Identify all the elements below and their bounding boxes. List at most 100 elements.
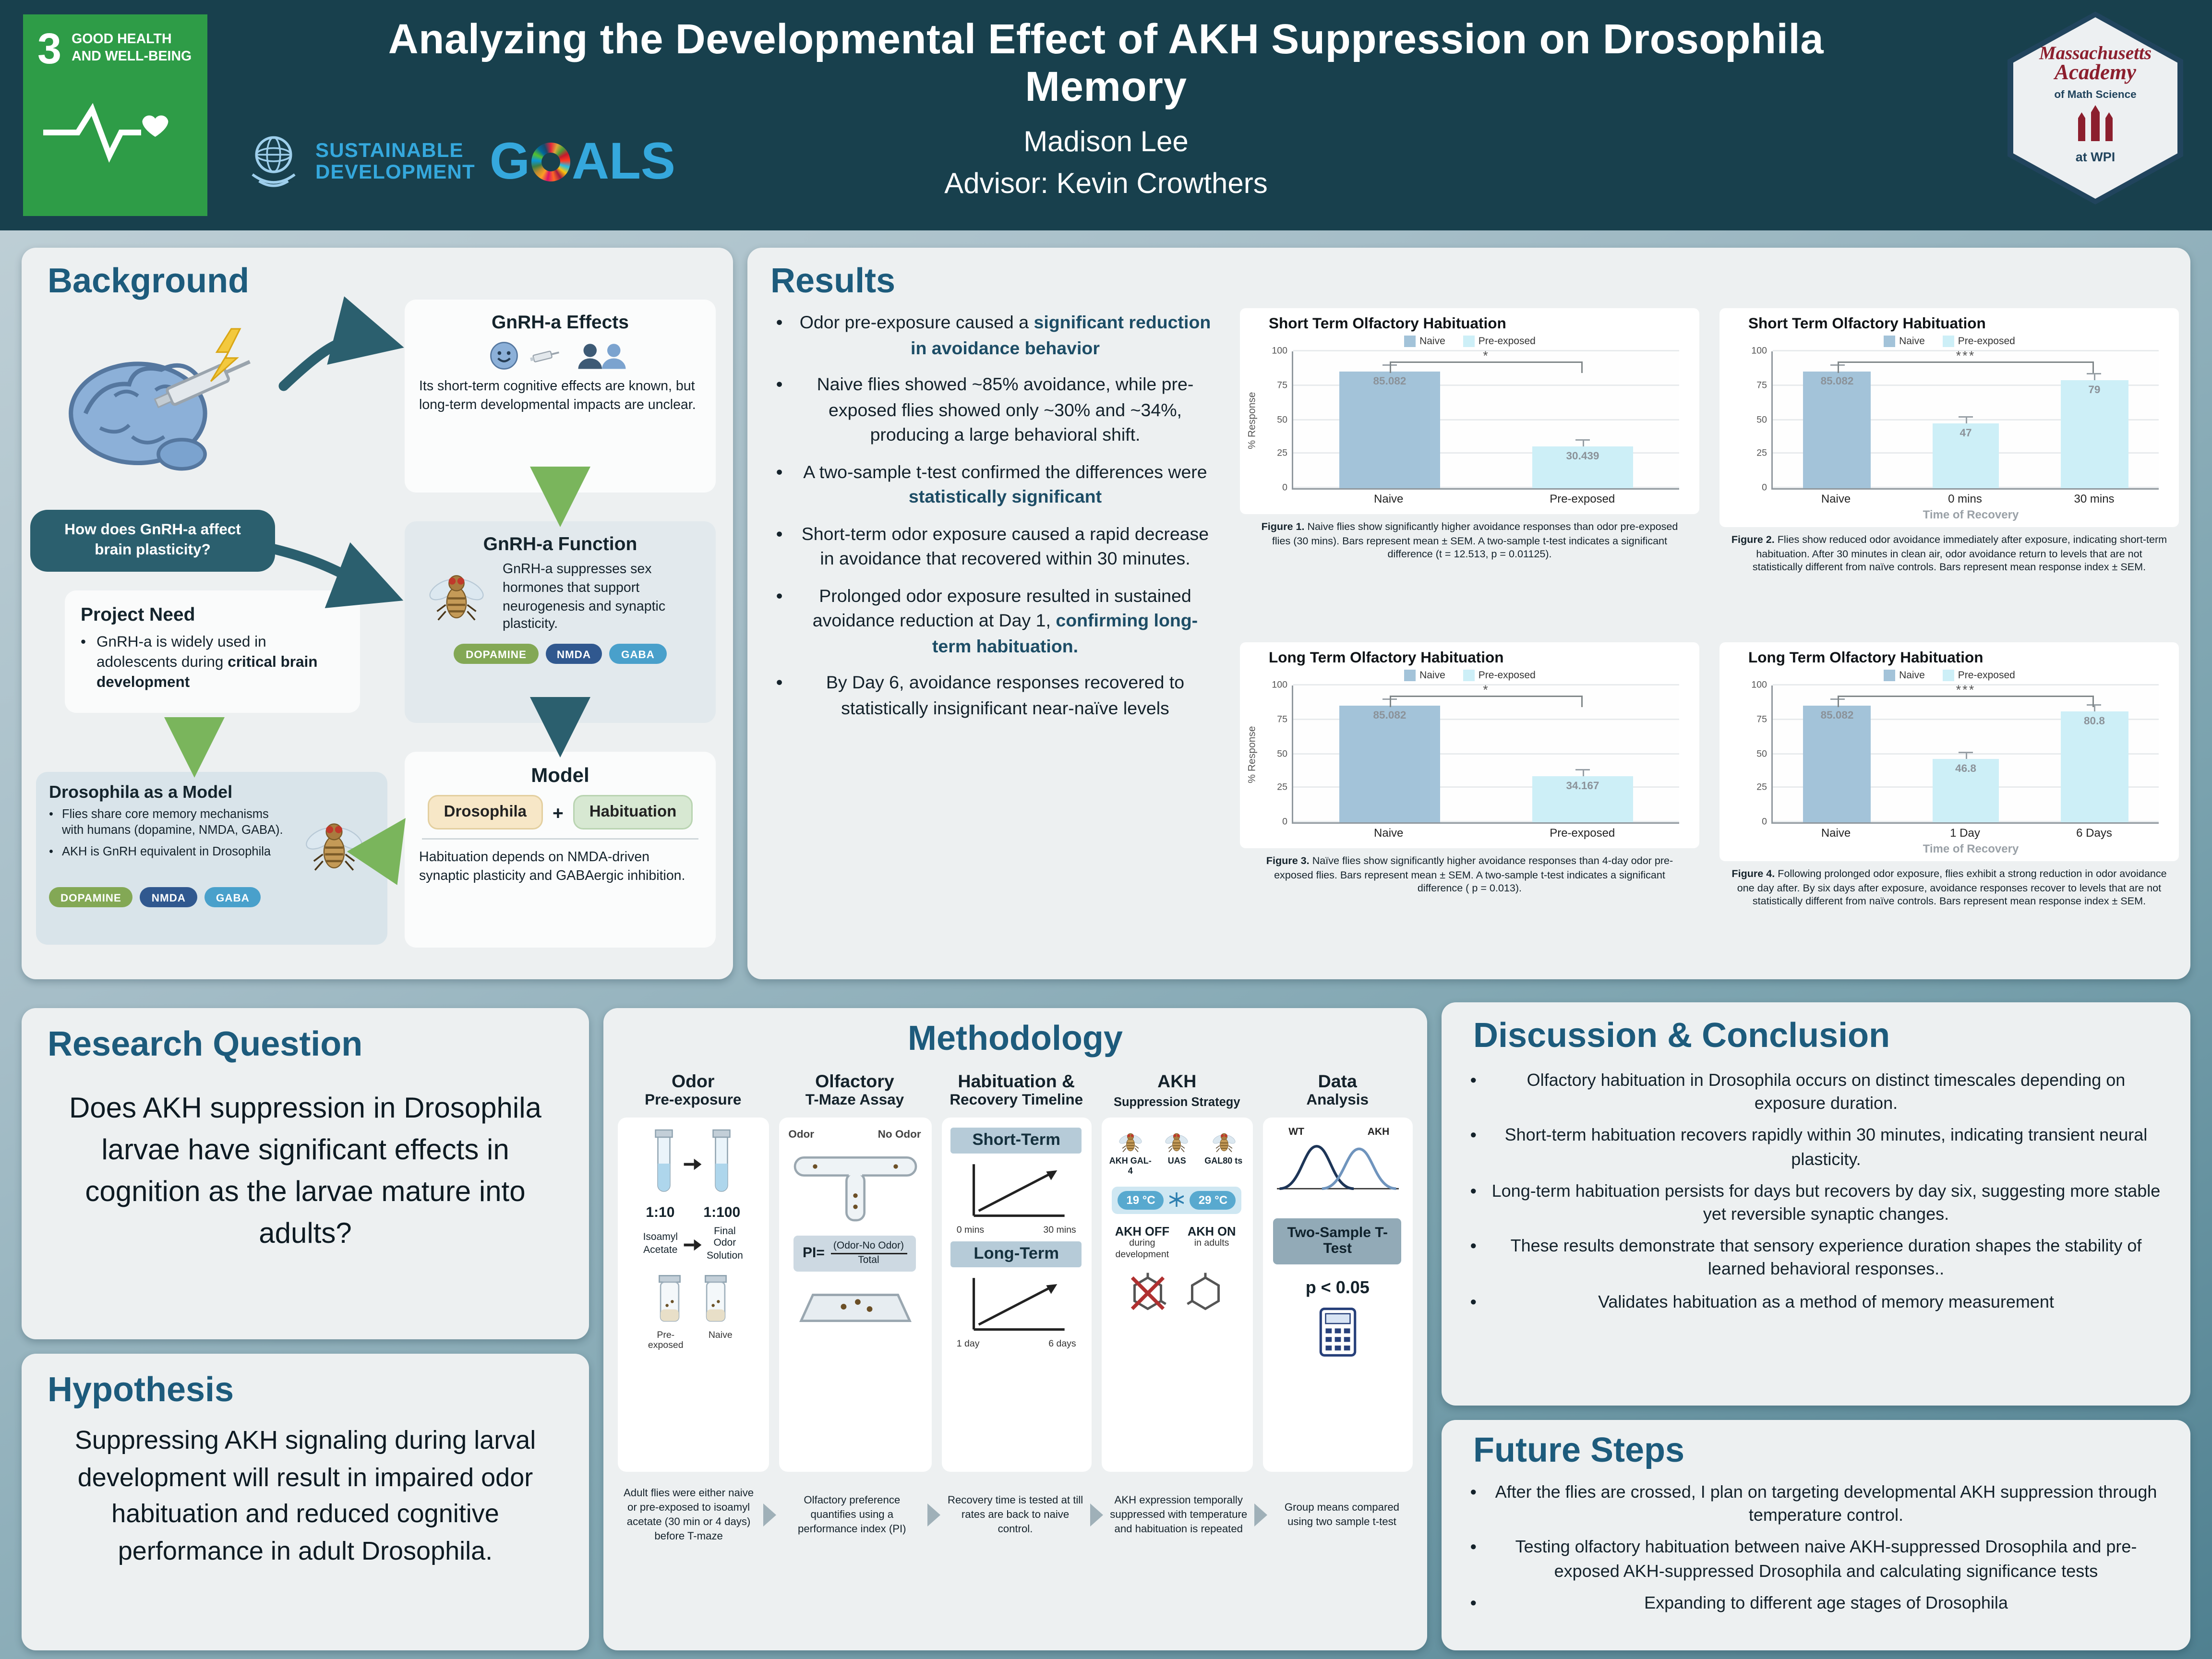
goals-g: G	[489, 131, 530, 190]
model-chips: Drosophila + Habituation	[419, 795, 701, 830]
gaba-tag: GABA	[204, 887, 261, 907]
bar: 80.8	[2061, 704, 2128, 822]
brain-syringe-illustration	[69, 328, 251, 471]
significance-bracket: *	[1390, 349, 1583, 373]
test-tube-icon	[650, 1128, 679, 1200]
sdg-logo-line2: DEVELOPMENT	[315, 160, 475, 183]
temperature-strip: 19 °C 29 °C	[1112, 1186, 1242, 1214]
y-tick-label: 0	[1762, 817, 1767, 828]
column-title: AKH	[1157, 1071, 1197, 1092]
no-odor-arm-label: No Odor	[878, 1128, 921, 1141]
chevron-right-icon	[764, 1503, 777, 1527]
school-crest-inner: Massachusetts Academy of Math Science at…	[2013, 17, 2177, 199]
gaussian-curves-icon	[1276, 1145, 1399, 1190]
y-tick-label: 50	[1277, 415, 1287, 425]
pi-numerator: (Odor-No Odor)	[830, 1241, 907, 1254]
tower-icon	[2078, 105, 2113, 141]
distributions-figure: WT AKH	[1271, 1128, 1404, 1204]
future-step-bullet: Testing olfactory habituation between na…	[1465, 1536, 2167, 1582]
column-subtitle: Pre-exposure	[645, 1092, 742, 1109]
advisor-name: Advisor: Kevin Crowthers	[944, 168, 1268, 200]
performance-index-formula: PI= (Odor-No Odor) Total	[794, 1236, 915, 1272]
results-section: Results Odor pre-exposure caused a signi…	[747, 248, 2190, 979]
hypothesis-section: Hypothesis Suppressing AKH signaling dur…	[22, 1354, 589, 1650]
significance-stars: *	[1483, 349, 1490, 363]
method-odor-preexposure: Odor Pre-exposure 1:10 1:100 Isoamyl Ace…	[618, 1071, 769, 1472]
short-term-end-label: 30 mins	[1043, 1226, 1076, 1236]
results-bullet: Naive flies showed ~85% avoidance, while…	[776, 373, 1220, 449]
x-category-label: Pre-exposed	[1550, 493, 1615, 505]
column-title: Data	[1318, 1071, 1357, 1092]
figure-4-caption: Figure 4. Following prolonged odor expos…	[1731, 867, 2167, 908]
tmaze-card: Odor No Odor PI= (Odor-No Odor)	[778, 1118, 931, 1472]
pi-denominator: Total	[858, 1256, 879, 1266]
un-emblem-icon	[252, 136, 296, 187]
research-question-section: Research Question Does AKH suppression i…	[22, 1008, 589, 1339]
heartbeat-icon	[43, 103, 168, 163]
drosophila-chip: Drosophila	[428, 795, 543, 830]
background-section: Background How does GnRH-a affect brain …	[22, 248, 733, 979]
neurotransmitter-tags: DOPAMINE NMDA GABA	[419, 644, 701, 664]
project-need-bullet: GnRH-a is widely used in adolescents dur…	[81, 632, 344, 694]
short-term-chip: Short-Term	[951, 1128, 1082, 1154]
model-title: Model	[531, 763, 589, 786]
gridline	[1293, 487, 1679, 488]
bar: 47	[1932, 417, 1999, 488]
significance-bracket: ***	[1837, 683, 2094, 707]
akh-suppression-card: AKH GAL-4 UAS GAL80 ts 19 °C 29 °C AKH O…	[1102, 1118, 1252, 1472]
legend-item: Pre-exposed	[1462, 336, 1536, 347]
gridline	[1773, 718, 2159, 720]
gridline	[1293, 684, 1679, 685]
legend-item: Naive	[1404, 670, 1445, 681]
significance-stars: *	[1483, 683, 1490, 697]
legend-swatch	[1404, 670, 1416, 681]
naive-vial-label: Naive	[708, 1331, 733, 1341]
divider	[422, 838, 698, 840]
timeline-card: Short-Term 0 mins 30 mins Long-Term 1 da…	[941, 1118, 1092, 1472]
y-tick-label: 100	[1751, 680, 1767, 691]
y-tick-label: 75	[1277, 380, 1287, 391]
y-tick-label: 100	[1272, 346, 1287, 357]
error-bar	[1958, 751, 1973, 758]
results-bullets: Odor pre-exposure caused a significant r…	[770, 308, 1228, 974]
chart-title: Long Term Olfactory Habituation	[1269, 649, 1504, 667]
methodology-columns: Odor Pre-exposure 1:10 1:100 Isoamyl Ace…	[618, 1071, 1413, 1472]
chart-title: Short Term Olfactory Habituation	[1748, 315, 1986, 333]
dilution-ratio-2: 1:100	[703, 1205, 741, 1221]
y-tick-label: 0	[1282, 483, 1287, 493]
results-bullet: Prolonged odor exposure resulted in sust…	[776, 584, 1220, 660]
long-term-end-label: 6 days	[1048, 1339, 1076, 1349]
crest-line1: Massachusetts	[2039, 42, 2152, 63]
fly-vial-icon	[654, 1274, 686, 1325]
y-tick-label: 100	[1751, 346, 1767, 357]
smiley-icon	[490, 342, 518, 370]
y-tick-label: 25	[1756, 783, 1767, 793]
figure-2-caption: Figure 2. Flies show reduced odor avoida…	[1731, 533, 2167, 574]
nmda-tag: NMDA	[140, 887, 197, 907]
y-tick-label: 100	[1272, 680, 1287, 691]
figure-3-caption: Figure 3. Naïve flies show significantly…	[1266, 854, 1673, 895]
gridline	[1293, 350, 1679, 351]
discussion-section: Discussion & Conclusion Olfactory habitu…	[1442, 1002, 2190, 1406]
legend-swatch	[1404, 336, 1416, 347]
fly-vial-icon	[700, 1274, 732, 1325]
column-subtitle: T-Maze Assay	[805, 1092, 904, 1109]
future-steps-heading: Future Steps	[1473, 1431, 1685, 1470]
long-term-chip: Long-Term	[951, 1241, 1082, 1267]
methodology-captions: Adult flies were either naive or pre-exp…	[618, 1486, 1413, 1544]
legend-item: Naive	[1883, 670, 1925, 681]
gridline	[1293, 752, 1679, 754]
